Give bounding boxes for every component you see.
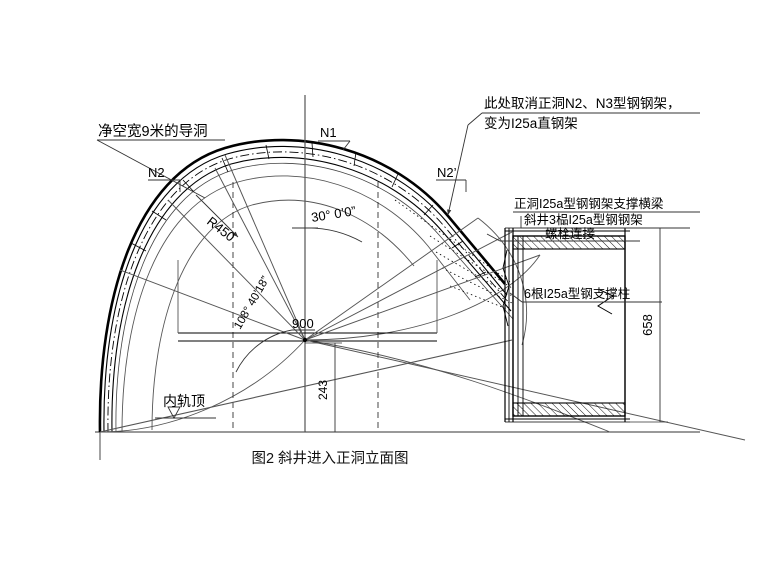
left-note-label: 净空宽9米的导洞 — [98, 123, 208, 140]
label-n1: N1 — [320, 125, 337, 140]
lining-bolt-ticks — [130, 142, 487, 278]
rail-top-label: 内轨顶 — [163, 393, 205, 409]
angle-top-label: 30° 0’0” — [310, 203, 357, 225]
figure-caption: 图2 斜井进入正洞立面图 — [251, 450, 408, 467]
column-note-label: 6根I25a型钢支撑柱 — [524, 286, 630, 301]
dimension-243: 243 — [305, 342, 342, 433]
leader-column-note — [509, 292, 662, 303]
top-right-note-line2: 变为I25a直钢架 — [484, 116, 578, 131]
leader-left-note — [96, 139, 225, 199]
excavation-profile — [121, 175, 471, 433]
dimension-243-label: 243 — [316, 380, 330, 400]
leader-n1 — [318, 140, 351, 151]
dimension-658-label: 658 — [640, 314, 655, 336]
angle-arc-lower — [235, 329, 315, 373]
label-n2-prime: N2’ — [437, 165, 457, 180]
right-note-line3: 螺栓连接 — [545, 226, 596, 241]
dashed-vertical-guides — [232, 182, 379, 432]
right-note-line2: 斜井3榀I25a型钢钢架 — [524, 213, 643, 227]
leader-n2 — [148, 179, 181, 192]
top-right-note-line1: 此处取消正洞N2、N3型钢钢架， — [484, 96, 681, 111]
center-point — [302, 337, 308, 343]
leader-n2-prime — [436, 179, 467, 192]
radius-leader — [195, 194, 239, 238]
leader-right-notes — [486, 211, 700, 242]
angle-arc-top — [292, 227, 363, 243]
label-n2: N2 — [148, 165, 165, 180]
center-convergence-rays — [99, 154, 746, 441]
construction-geometry-arcs — [99, 217, 611, 433]
rail-top-symbol — [155, 406, 216, 419]
dimension-900-label: 900 — [292, 316, 314, 331]
right-note-line1: 正洞I25a型钢钢架支撑横梁 — [514, 196, 664, 211]
steel-support-structure — [502, 227, 630, 423]
leader-top-right-note — [447, 112, 700, 216]
tunnel-lining-arcs — [98, 138, 514, 433]
dotted-construction-rays — [394, 199, 513, 312]
bottom-beam-hatched — [512, 402, 626, 417]
